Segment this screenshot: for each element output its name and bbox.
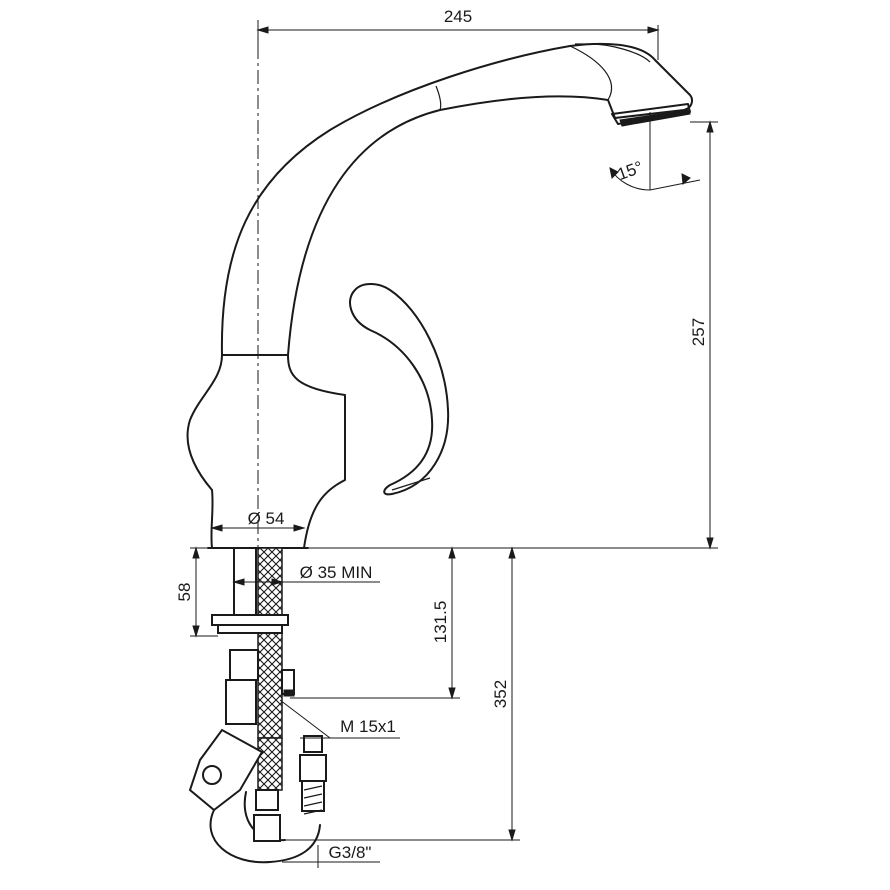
dimension-labels: 245 257 15° Ø 54 Ø 35 MIN 58 131.5 352 M… xyxy=(175,7,708,862)
faucet-body xyxy=(186,42,693,549)
label-15-deg: 15° xyxy=(615,158,646,185)
label-diameter-35: Ø 35 MIN xyxy=(300,563,373,582)
label-m15x1: M 15x1 xyxy=(340,717,396,736)
label-diameter-54: Ø 54 xyxy=(248,509,285,528)
label-245: 245 xyxy=(444,7,472,26)
lever-handle xyxy=(349,283,450,496)
label-257: 257 xyxy=(689,318,708,346)
dimension-lines xyxy=(190,25,718,868)
label-352: 352 xyxy=(491,680,510,708)
label-g3-8: G3/8" xyxy=(329,843,372,862)
label-131-5: 131.5 xyxy=(431,601,450,644)
mounting-assembly xyxy=(188,20,327,864)
label-58: 58 xyxy=(175,583,194,602)
